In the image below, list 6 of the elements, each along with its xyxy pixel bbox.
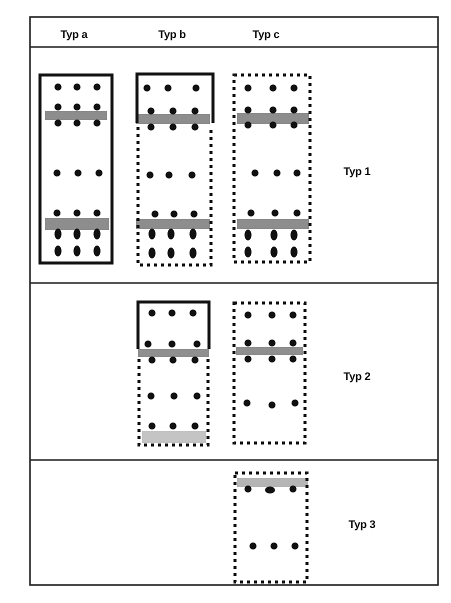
row-label: Typ 3 [348, 519, 376, 531]
column-header: Typ b [158, 29, 186, 41]
column-header: Typ a [60, 29, 88, 41]
row-label: Typ 1 [344, 166, 370, 178]
row-label: Typ 2 [344, 371, 370, 383]
column-header: Typ c [252, 29, 280, 41]
